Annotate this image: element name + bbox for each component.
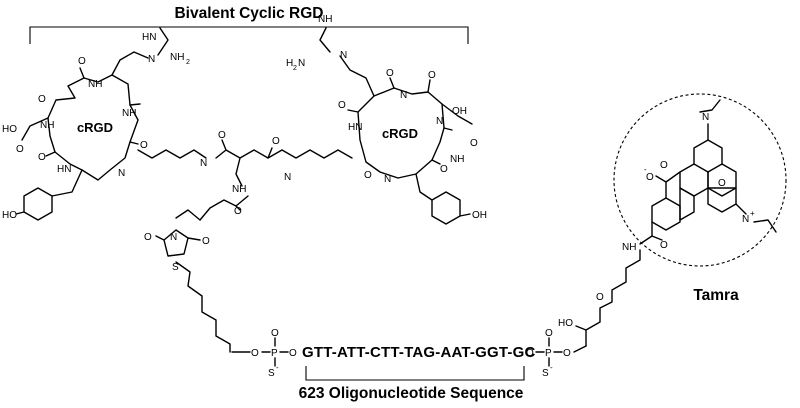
oligo-bracket xyxy=(305,366,525,381)
atom-N: N xyxy=(436,116,443,127)
atom-HO: HO xyxy=(2,210,17,221)
atom-O: O xyxy=(144,232,152,243)
atom-P: P xyxy=(545,348,552,359)
right-arginine-sidechain xyxy=(319,27,375,97)
atom-NH2: NH xyxy=(170,52,184,63)
left-ring-label: cRGD xyxy=(77,120,113,135)
lysine-glutamate-linker xyxy=(137,139,353,221)
atom-charge: - xyxy=(276,363,279,372)
atom-N: N xyxy=(170,232,177,243)
atom-N: N xyxy=(340,50,347,61)
tamra-structure xyxy=(639,99,777,245)
bivalent-bracket xyxy=(29,26,469,44)
left-tyrosine-sidechain xyxy=(15,169,83,221)
atom-O: O xyxy=(202,236,210,247)
right-ring-label: cRGD xyxy=(382,126,418,141)
atom-N: N xyxy=(384,174,391,185)
left-arginine-sidechain xyxy=(111,27,169,76)
atom-charge: - xyxy=(550,363,553,372)
atom-subscript-2: 2 xyxy=(186,59,190,66)
atom-O: O xyxy=(234,206,242,217)
left-crgd-ring xyxy=(45,67,141,181)
atom-HN: HN xyxy=(348,122,362,133)
atom-charge: - xyxy=(644,165,647,174)
atom-N: N xyxy=(118,168,125,179)
atom-O: O xyxy=(545,328,553,339)
atom-charge: + xyxy=(750,209,755,218)
atom-NH: NH xyxy=(40,120,54,131)
atom-O: O xyxy=(428,70,436,81)
tamra-highlight-circle xyxy=(613,93,787,267)
atom-HO: HO xyxy=(558,318,573,329)
atom-O: O xyxy=(38,152,46,163)
atom-N: N xyxy=(400,90,407,101)
atom-O: O xyxy=(218,130,226,141)
left-aspartate-sidechain xyxy=(21,117,49,141)
atom-O: O xyxy=(596,292,604,303)
oligo-sequence: GTT-ATT-CTT-TAG-AAT-GGT-GC xyxy=(302,344,536,361)
atom-P: P xyxy=(271,348,278,359)
atom-O: O xyxy=(364,170,372,181)
oligo-backbone xyxy=(231,337,587,367)
atom-S-minus: S xyxy=(268,368,275,379)
atom-NH: NH xyxy=(122,108,136,119)
atom-O: O xyxy=(386,68,394,79)
atom-subscript-2: 2 xyxy=(293,65,297,72)
atom-O: O xyxy=(16,144,24,155)
atom-NH: NH xyxy=(318,14,332,25)
atom-S: S xyxy=(172,262,179,273)
atom-O: O xyxy=(526,348,534,359)
atom-O: O xyxy=(140,140,148,151)
atom-O: O xyxy=(440,164,448,175)
glycerol-linker xyxy=(575,249,641,347)
right-tyrosine-sidechain xyxy=(415,173,471,225)
atom-S-minus: S xyxy=(542,368,549,379)
atom-H2N: H xyxy=(286,58,293,69)
atom-HO: HO xyxy=(2,124,17,135)
atom-O: O xyxy=(289,348,297,359)
atom-N: N xyxy=(148,54,155,65)
atom-N: N xyxy=(200,158,207,169)
right-crgd-ring xyxy=(347,77,453,179)
atom-OH: OH xyxy=(472,210,487,221)
atom-NH: NH xyxy=(622,242,636,253)
atom-NH: NH xyxy=(88,79,102,90)
atom-O: O xyxy=(660,240,668,251)
atom-N: N xyxy=(702,112,709,123)
atom-O: O xyxy=(271,328,279,339)
atom-O: O xyxy=(470,138,478,149)
oligo-label: 623 Oligonucleotide Sequence xyxy=(299,385,524,402)
atom-O: O xyxy=(563,348,571,359)
atom-O: O xyxy=(338,100,346,111)
atom-O: O xyxy=(272,136,280,147)
atom-O: O xyxy=(38,94,46,105)
atom-O: O xyxy=(251,348,259,359)
atom-OH: OH xyxy=(452,106,467,117)
atom-N: N xyxy=(298,58,305,69)
atom-NH: NH xyxy=(232,184,246,195)
atom-NH: NH xyxy=(450,154,464,165)
atom-O: O xyxy=(78,56,86,67)
atom-N-plus: N xyxy=(742,214,749,225)
bivalent-label: Bivalent Cyclic RGD xyxy=(174,5,323,22)
atom-O: O xyxy=(660,160,668,171)
atom-N: N xyxy=(284,172,291,183)
tamra-label: Tamra xyxy=(693,287,739,304)
atom-HN: HN xyxy=(142,32,156,43)
atom-O: O xyxy=(718,178,726,189)
maleimide-linker xyxy=(155,209,231,353)
atom-HN: HN xyxy=(57,164,71,175)
atom-O-minus: O xyxy=(646,172,654,183)
right-aspartate-sidechain xyxy=(441,103,473,125)
